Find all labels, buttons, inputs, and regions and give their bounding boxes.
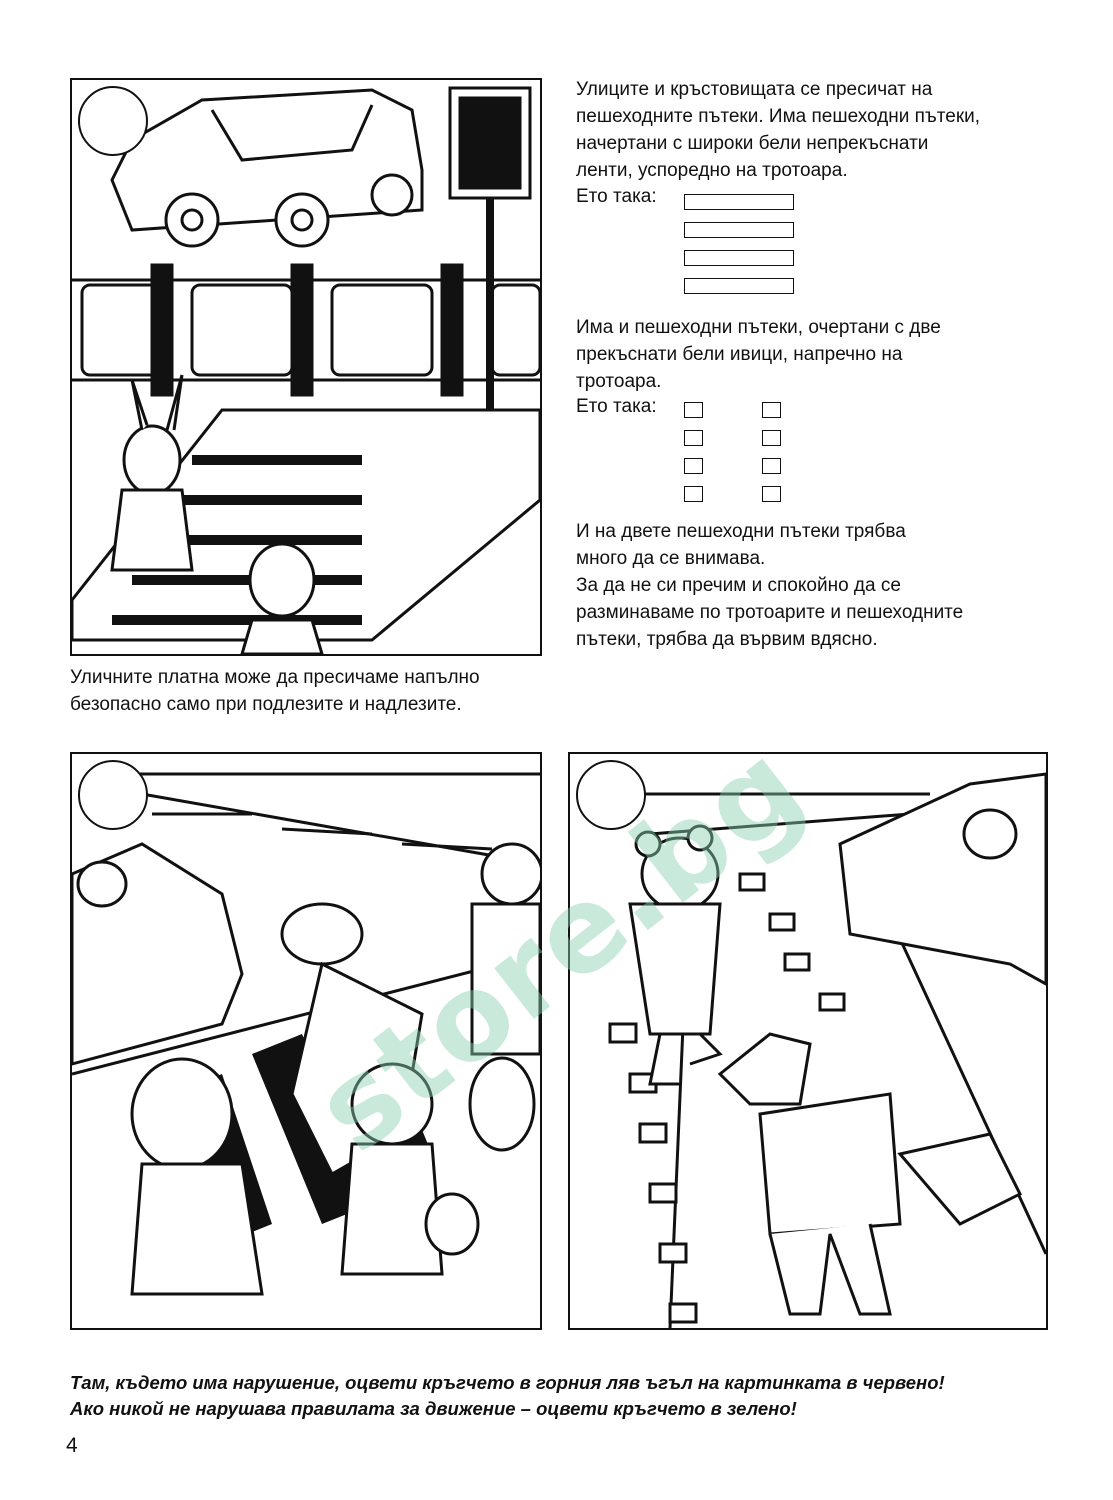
- illustration-crossing-fox: [568, 752, 1048, 1330]
- illustration-underpass: [70, 78, 542, 656]
- page-number: 4: [66, 1434, 78, 1457]
- coloring-instructions: Там, където има нарушение, оцвети кръгче…: [70, 1372, 945, 1419]
- crossing-deer-drawing: [72, 772, 540, 1296]
- color-circle-2[interactable]: [78, 760, 148, 830]
- color-circle-1[interactable]: [78, 86, 148, 156]
- square: [684, 430, 703, 446]
- square: [684, 402, 703, 418]
- eto-taka-label-1: Ето така:: [576, 186, 657, 207]
- color-circle-3[interactable]: [576, 760, 646, 830]
- caption-underpass: Уличните платна може да пресичаме напълн…: [70, 667, 480, 715]
- stripe: [684, 250, 794, 266]
- square: [762, 458, 781, 474]
- paragraph-walk-right: И на двете пешеходни пътеки трябва много…: [576, 521, 964, 650]
- paragraph-continuous-stripes: Улиците и кръстовищата се пресичат на пе…: [576, 79, 981, 181]
- crossing-fox-drawing: [608, 772, 1046, 1328]
- square: [684, 486, 703, 502]
- stripe: [684, 278, 794, 294]
- illustration-crossing-deer: [70, 752, 542, 1330]
- square: [684, 458, 703, 474]
- square: [762, 486, 781, 502]
- square: [762, 402, 781, 418]
- stripe: [684, 222, 794, 238]
- underpass-drawing: [72, 86, 540, 654]
- eto-taka-label-2: Ето така:: [576, 396, 657, 417]
- square: [762, 430, 781, 446]
- stripe: [684, 194, 794, 210]
- paragraph-dashed-stripes: Има и пешеходни пътеки, очертани с две п…: [576, 317, 941, 392]
